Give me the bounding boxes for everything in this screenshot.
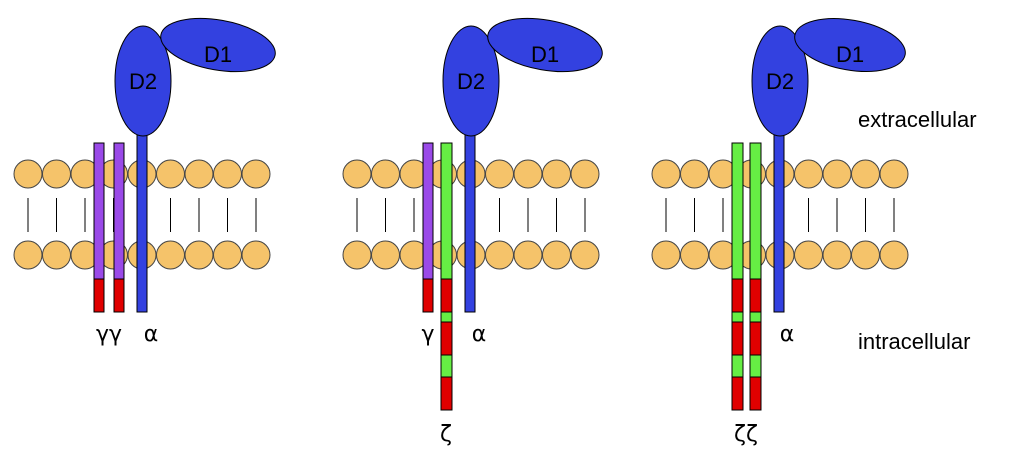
d2-domain [442, 25, 500, 137]
zeta-chain-1-transmembrane [731, 142, 744, 280]
lipid-head-outer [822, 159, 852, 189]
lipid-head-outer [651, 159, 681, 189]
gamma-chain-1-transmembrane [93, 142, 105, 280]
gamma-chain-transmembrane [422, 142, 434, 280]
zeta-zeta-label: ζζ [734, 422, 758, 447]
zeta-chain-linker-1 [440, 311, 453, 323]
zeta-chain-2-itam-2 [749, 321, 762, 356]
d1-label: D1 [204, 42, 232, 67]
zeta-chain-linker-2 [440, 354, 453, 378]
zeta-label: ζ [440, 422, 452, 447]
lipid-head-inner [13, 240, 43, 270]
lipid-head-inner [794, 240, 823, 270]
lipid-head-outer [42, 159, 71, 189]
gamma-label: γ [421, 322, 434, 347]
lipid-head-inner [542, 240, 571, 270]
d1-label: D1 [836, 42, 864, 67]
d2-label: D2 [457, 69, 485, 94]
gamma-gamma-label: γγ [96, 322, 122, 347]
lipid-head-outer [156, 159, 185, 189]
d1-domain [160, 17, 276, 73]
lipid-head-inner [513, 240, 543, 270]
receptor-2: D2 D1 γ α ζ [421, 17, 603, 447]
receptor-3: D2 D1 α ζζ [731, 18, 906, 447]
gamma-chain-2-itam [113, 278, 125, 313]
lipid-head-outer [794, 159, 823, 189]
lipid-head-inner [485, 240, 514, 270]
lipid-head-outer [542, 159, 571, 189]
alpha-label: α [144, 322, 159, 347]
lipid-head-outer [851, 159, 880, 189]
receptor-1: D2 D1 γγ α [93, 17, 276, 347]
alpha-chain-stalk [136, 131, 148, 313]
zeta-chain-1-itam-1 [731, 278, 744, 313]
lipid-head-inner [851, 240, 880, 270]
zeta-chain-1-linker-1 [731, 311, 744, 323]
zeta-chain-transmembrane [440, 142, 453, 280]
zeta-chain-1-itam-2 [731, 321, 744, 356]
zeta-chain-itam-3 [440, 376, 453, 411]
zeta-chain-2-transmembrane [749, 142, 762, 280]
receptor-complexes: D2 D1 γγ α D2 D1 γ α ζ [93, 17, 906, 447]
alpha-chain-stalk [773, 131, 785, 313]
zeta-chain-itam-1 [440, 278, 453, 313]
zeta-chain-2-linker-1 [749, 311, 762, 323]
lipid-head-outer [213, 159, 242, 189]
lipid-head-outer [879, 159, 909, 189]
zeta-chain-itam-2 [440, 321, 453, 356]
d2-domain [114, 25, 172, 137]
alpha-chain-stalk [464, 131, 476, 313]
membrane-2 [342, 159, 600, 270]
lipid-head-inner [680, 240, 709, 270]
lipid-head-outer [513, 159, 543, 189]
lipid-head-inner [371, 240, 400, 270]
lipid-head-outer [241, 159, 271, 189]
lipid-head-inner [342, 240, 372, 270]
lipid-head-outer [184, 159, 214, 189]
zeta-chain-2-itam-1 [749, 278, 762, 313]
zeta-chain-1-itam-3 [731, 376, 744, 411]
lipid-head-inner [570, 240, 600, 270]
lipid-head-inner [184, 240, 214, 270]
lipid-head-inner [42, 240, 71, 270]
lipid-head-inner [822, 240, 852, 270]
lipid-head-inner [156, 240, 185, 270]
d1-domain [794, 18, 906, 72]
zeta-chain-2-linker-2 [749, 354, 762, 378]
zeta-chain-2-itam-3 [749, 376, 762, 411]
lipid-head-inner [651, 240, 681, 270]
zeta-chain-1-linker-2 [731, 354, 744, 378]
gamma-chain-2-transmembrane [113, 142, 125, 280]
alpha-label: α [780, 322, 795, 347]
gamma-chain-1-itam [93, 278, 105, 313]
membrane-3 [651, 159, 909, 270]
gamma-chain-itam [422, 278, 434, 313]
d1-domain [487, 17, 603, 73]
intracellular-label: intracellular [858, 329, 971, 354]
d1-label: D1 [531, 42, 559, 67]
lipid-head-inner [241, 240, 271, 270]
lipid-head-inner [879, 240, 909, 270]
alpha-label: α [472, 322, 487, 347]
lipid-head-inner [213, 240, 242, 270]
d2-label: D2 [129, 69, 157, 94]
lipid-head-outer [570, 159, 600, 189]
d2-domain [751, 25, 809, 137]
d2-label: D2 [766, 69, 794, 94]
lipid-head-outer [485, 159, 514, 189]
extracellular-label: extracellular [858, 107, 977, 132]
lipid-head-outer [13, 159, 43, 189]
lipid-head-outer [342, 159, 372, 189]
lipid-head-outer [371, 159, 400, 189]
lipid-head-outer [680, 159, 709, 189]
